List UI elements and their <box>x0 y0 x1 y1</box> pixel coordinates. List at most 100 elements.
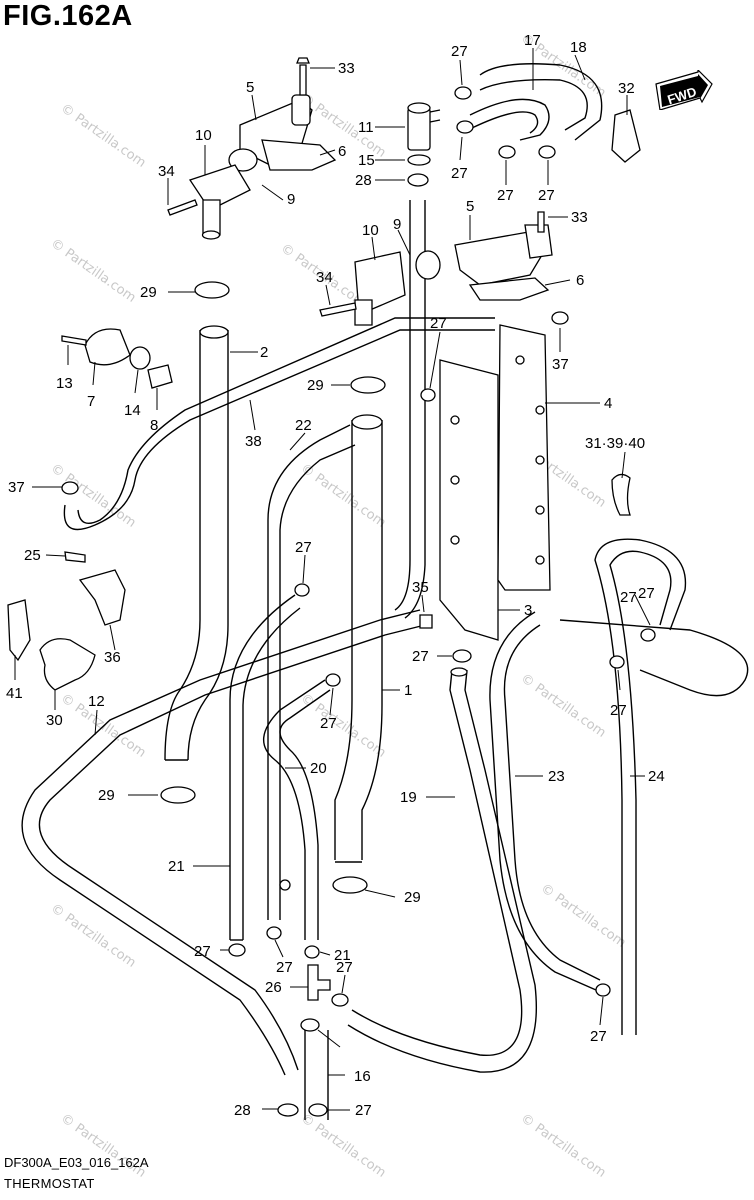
clamp-29 <box>332 876 368 894</box>
bolt-34 <box>167 199 198 216</box>
callout-27: 27 <box>638 585 655 602</box>
hose-22 <box>267 424 351 920</box>
hose-vertical-upper <box>394 200 411 611</box>
watermark: © Partzilla.com <box>298 1111 389 1181</box>
hose-24-branch <box>559 619 749 697</box>
clamp-27 <box>294 583 310 597</box>
callout-29: 29 <box>307 377 324 394</box>
callout-19: 19 <box>400 789 417 806</box>
clamp-37 <box>551 311 569 325</box>
callout-1: 1 <box>404 682 412 699</box>
callout-10: 10 <box>362 222 379 239</box>
clamp-29 <box>160 786 196 804</box>
clamp-27 <box>325 673 341 687</box>
hose-17-edge <box>471 111 539 134</box>
small-parts-left <box>7 109 641 891</box>
callout-3: 3 <box>524 602 532 619</box>
hose-18 <box>479 63 603 141</box>
bolt-25 <box>64 551 86 563</box>
bolt-35 <box>419 614 433 629</box>
callout-6: 6 <box>576 272 584 289</box>
thermostat-assembly-right <box>319 211 553 326</box>
callout-35: 35 <box>412 579 429 596</box>
bracket-41 <box>7 599 31 662</box>
callout-21: 21 <box>168 858 185 875</box>
callout-20: 20 <box>310 760 327 777</box>
hose-12-edge <box>38 624 426 1071</box>
callout-27: 27 <box>610 702 627 719</box>
hose-11 <box>407 107 431 151</box>
clamp-27 <box>456 120 474 134</box>
callout-27: 27 <box>336 959 353 976</box>
callout-27: 27 <box>320 715 337 732</box>
watermark: © Partzilla.com <box>48 901 139 971</box>
clamp-27 <box>454 86 472 100</box>
callout-29: 29 <box>404 889 421 906</box>
clip-31 <box>611 473 631 516</box>
callout-27: 27 <box>430 315 447 332</box>
callout-29: 29 <box>140 284 157 301</box>
bolt-33b <box>537 211 545 233</box>
callout-27: 27 <box>412 648 429 665</box>
hose-24-edge <box>609 550 672 1035</box>
clamp-28 <box>277 1103 299 1117</box>
hose-1-edge <box>361 420 383 860</box>
callout-4: 4 <box>604 395 612 412</box>
callout-12: 12 <box>88 693 105 710</box>
callout-7: 7 <box>87 393 95 410</box>
cover-assembly <box>419 324 551 641</box>
callout-27: 27 <box>620 589 637 606</box>
clamp-27 <box>452 649 472 663</box>
callout-8: 8 <box>150 417 158 434</box>
clamp-27 <box>308 1103 328 1117</box>
watermark: © Partzilla.com <box>518 1111 609 1181</box>
callout-27: 27 <box>451 43 468 60</box>
hoses <box>21 63 749 1120</box>
callout-37: 37 <box>8 479 25 496</box>
hose-clamps <box>61 86 656 1117</box>
fwd-direction-arrow: FWD <box>655 70 713 110</box>
hose-20 <box>262 679 326 940</box>
o-ring-14 <box>129 346 151 370</box>
hose-21-edge <box>242 607 301 940</box>
callout-labels: 33 5 10 6 34 9 27 17 18 32 11 15 28 27 2… <box>6 32 665 1119</box>
hose-20-edge <box>279 689 331 940</box>
bracket-36 <box>78 569 126 626</box>
hose-17 <box>469 98 550 141</box>
watermark: © Partzilla.com <box>298 691 389 761</box>
thermostat-cap-10b <box>354 251 406 311</box>
watermark: © Partzilla.com <box>48 236 139 306</box>
hose-38-edge <box>77 317 495 524</box>
callout-38: 38 <box>245 433 262 450</box>
cover-3 <box>439 359 499 641</box>
sensor-8 <box>147 364 173 389</box>
callout-2: 2 <box>260 344 268 361</box>
gasket-6 <box>261 139 337 171</box>
callout-17: 17 <box>524 32 541 49</box>
watermark: © Partzilla.com <box>58 1111 149 1181</box>
clamp-30 <box>39 638 96 691</box>
callout-18: 18 <box>570 39 587 56</box>
outlet-pipe <box>202 199 221 236</box>
hose-19 <box>351 669 523 1056</box>
callout-27: 27 <box>590 1028 607 1045</box>
watermark: © Partzilla.com <box>298 461 389 531</box>
watermark: © Partzilla.com <box>48 461 139 531</box>
clamp-27 <box>595 983 611 997</box>
clamp-29 <box>194 281 230 299</box>
callout-25: 25 <box>24 547 41 564</box>
callout-27: 27 <box>295 539 312 556</box>
gasket-4 <box>497 324 551 591</box>
callout-34: 34 <box>316 269 333 286</box>
callout-6: 6 <box>338 143 346 160</box>
callout-22: 22 <box>295 417 312 434</box>
hose-23 <box>503 624 601 981</box>
housing-bolt-boss <box>291 94 311 126</box>
callout-27: 27 <box>276 959 293 976</box>
thermostat-assembly-left <box>167 57 337 240</box>
hose-19-edge <box>347 669 537 1073</box>
callout-29: 29 <box>98 787 115 804</box>
hose-24 <box>594 538 687 1035</box>
plug <box>279 879 291 891</box>
